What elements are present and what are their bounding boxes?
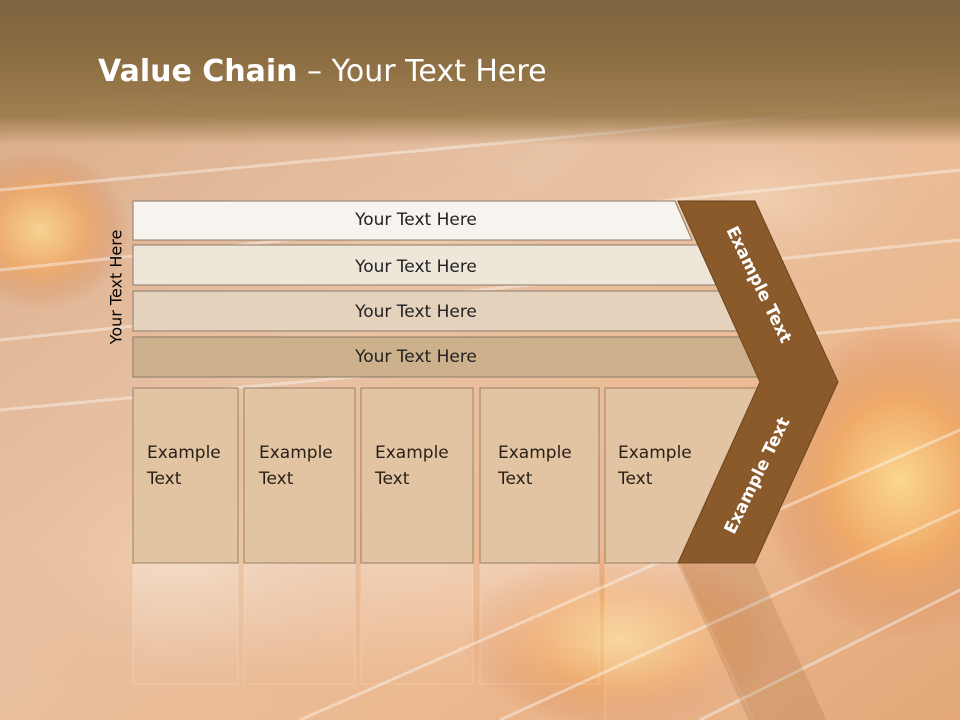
title-bold-text: Value Chain [98, 54, 298, 89]
reflection-box [604, 563, 755, 720]
reflection-box [243, 563, 356, 685]
box-label-line2: Text [258, 469, 294, 489]
row-label: Your Text Here [354, 347, 477, 367]
row-4[interactable]: Your Text Here [132, 336, 764, 378]
box-4[interactable]: Example Text [479, 387, 600, 564]
box-label-line2: Text [617, 469, 653, 489]
margin-chevron[interactable]: Example Text Example Text [677, 200, 839, 564]
box-label-line1: Example [498, 443, 572, 463]
title-bar [0, 0, 960, 145]
reflection [132, 563, 827, 720]
box-label-line2: Text [146, 469, 182, 489]
box-label-line1: Example [618, 443, 692, 463]
box-2[interactable]: Example Text [243, 387, 356, 564]
reflection-chevron [678, 564, 827, 720]
box-label-line1: Example [147, 443, 221, 463]
reflection-box [132, 563, 239, 685]
box-shape [479, 387, 600, 564]
box-5[interactable]: Example Text [604, 387, 764, 564]
reflection-box [360, 563, 474, 685]
box-label-line2: Text [497, 469, 533, 489]
box-1[interactable]: Example Text [132, 387, 239, 564]
chevron-shape [677, 200, 839, 564]
box-shape [132, 387, 239, 564]
row-label: Your Text Here [354, 302, 477, 322]
box-label-line1: Example [259, 443, 333, 463]
row-1[interactable]: Your Text Here [132, 200, 693, 241]
row-3[interactable]: Your Text Here [132, 290, 740, 332]
box-label-line1: Example [375, 443, 449, 463]
row-label: Your Text Here [354, 257, 477, 277]
row-2[interactable]: Your Text Here [132, 244, 717, 286]
title-rest-text: – Your Text Here [297, 54, 547, 89]
slide-title[interactable]: Value Chain – Your Text Here [98, 54, 547, 89]
box-shape [360, 387, 474, 564]
reflection-box [479, 563, 600, 685]
box-shape [243, 387, 356, 564]
row-shape [132, 200, 693, 241]
box-3[interactable]: Example Text [360, 387, 474, 564]
row-label: Your Text Here [354, 210, 477, 230]
box-label-line2: Text [374, 469, 410, 489]
